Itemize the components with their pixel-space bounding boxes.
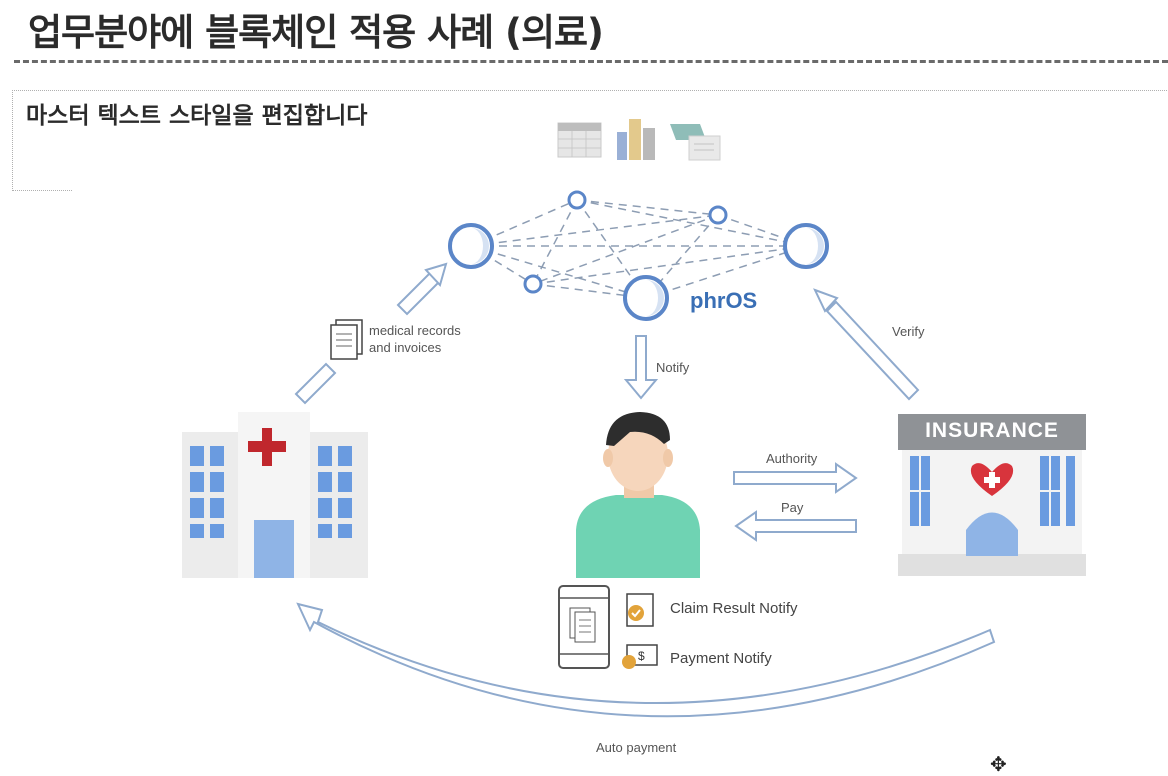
node-center <box>623 275 669 321</box>
text-placeholder-frame[interactable] <box>12 90 1168 191</box>
node-left <box>448 223 494 269</box>
text-placeholder-frame-edge <box>12 190 72 191</box>
verify-label: Verify <box>892 324 925 339</box>
notify-label: Notify <box>656 360 690 375</box>
presentation-icon <box>670 124 721 161</box>
payment-notify-label: Payment Notify <box>670 650 772 667</box>
move-cursor-icon: ✥ <box>990 752 1007 776</box>
svg-text:$: $ <box>638 649 645 663</box>
auto-payment-arrow <box>296 602 996 718</box>
claim-result-label: Claim Result Notify <box>670 600 798 617</box>
insurance-building-icon <box>898 414 1086 576</box>
claim-result-icon <box>626 593 654 627</box>
authority-arrow <box>733 462 858 494</box>
node-small-top <box>567 190 587 210</box>
node-small-left <box>523 274 543 294</box>
insurance-sign: INSURANCE <box>925 419 1059 442</box>
node-small-right <box>708 205 728 225</box>
notify-arrow <box>623 335 659 400</box>
auto-payment-label: Auto payment <box>596 740 677 755</box>
patient-icon <box>576 412 700 578</box>
network-nodes <box>448 190 829 321</box>
phros-brand: phrOS <box>690 288 758 313</box>
records-document-icon <box>330 319 363 360</box>
pay-label: Pay <box>781 500 804 515</box>
authority-label: Authority <box>766 451 818 466</box>
verify-arrow <box>813 288 920 401</box>
title-divider <box>14 60 1168 63</box>
slide-title[interactable]: 업무분야에 블록체인 적용 사례 (의료) <box>28 11 604 54</box>
upload-arrow <box>294 262 448 405</box>
table-icon <box>557 122 602 158</box>
hospital-icon <box>182 412 368 578</box>
mobile-phone-icon <box>558 585 610 669</box>
records-label: medical records and invoices <box>369 323 461 355</box>
payment-icon: $ <box>622 644 658 669</box>
bar-chart-icon <box>617 119 655 160</box>
pay-arrow <box>734 510 857 542</box>
text-placeholder[interactable]: 마스터 텍스트 스타일을 편집합니다 <box>26 103 368 129</box>
node-right <box>783 223 829 269</box>
